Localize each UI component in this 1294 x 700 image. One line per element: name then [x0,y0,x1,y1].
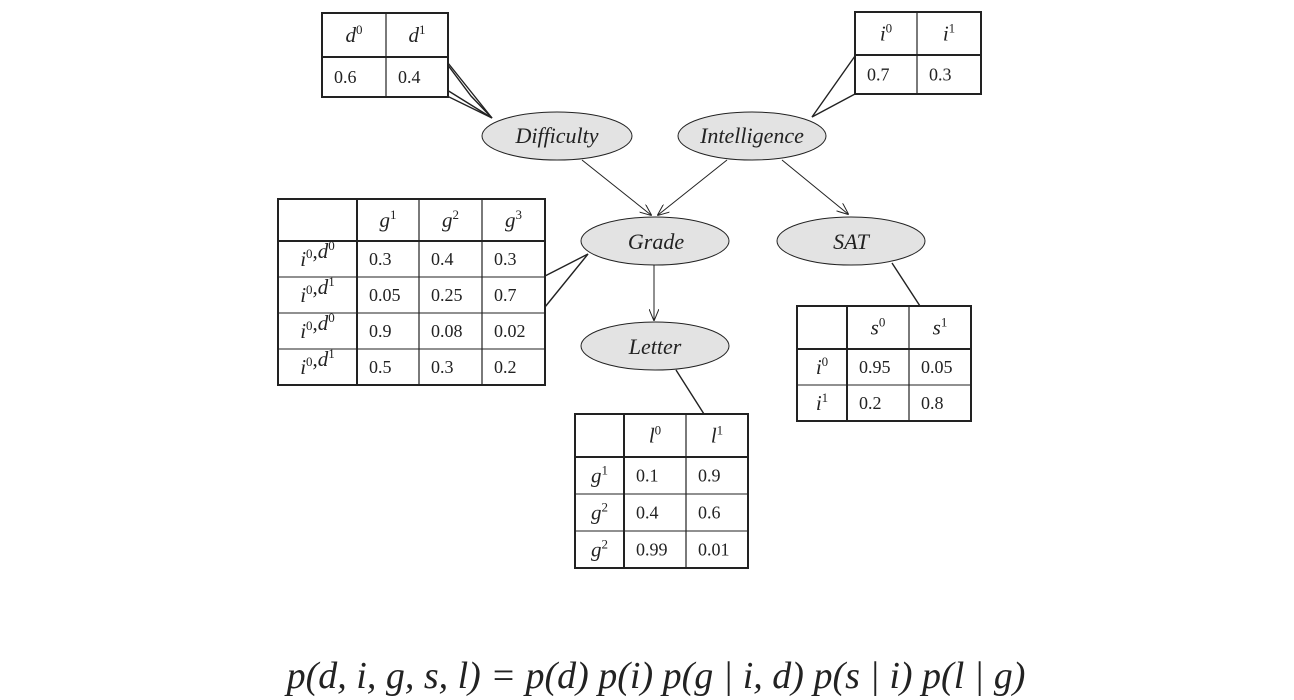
edge-intelligence-sat [781,159,848,214]
node-grade: Grade [580,216,730,266]
node-intelligence: Intelligence [677,111,827,161]
cpd-table-sat: s0 s1 i0 0.95 0.05 i1 0.2 0.8 [796,305,972,422]
callout-grade [544,253,589,308]
cpd-row-label: i0,d0 [300,238,335,271]
node-grade-label: Grade [628,229,684,254]
callout-sat [891,262,943,307]
node-letter-label: Letter [628,334,682,359]
cpd-row-label: i1 [816,390,828,415]
cpd-value-cell: 0.3 [431,357,454,377]
cpd-value-cell: 0.02 [494,321,526,341]
cpd-column-header: d1 [409,22,426,47]
cpd-value-cell: 0.99 [636,540,668,560]
cpd-grid-intelligence [854,11,982,95]
node-difficulty: Difficulty [481,111,633,161]
cpd-grid-sat [796,305,972,422]
cpd-column-header: i0 [880,21,892,46]
cpd-column-header: s0 [871,315,886,340]
cpd-grid-difficulty [321,12,449,98]
cpd-row-label: i0,d0 [300,310,335,343]
cpd-column-header: i1 [943,21,955,46]
cpd-table-intelligence: i0 i1 0.7 0.3 [854,11,982,95]
cpd-value-cell: 0.95 [859,357,891,377]
cpd-row-label: i0,d1 [300,346,335,379]
cpd-value-cell: 0.4 [636,503,659,523]
cpd-value-cell: 0.01 [698,540,730,560]
cpd-column-header: l0 [649,423,661,448]
cpd-value-cell: 0.2 [859,393,882,413]
cpd-table-grade: g1 g2 g3 i0,d0 0.3 0.4 0.3 i0,d1 0.05 0.25 0.7 i0,d… [277,198,546,386]
edge-intelligence-grade [658,159,728,215]
callout-intelligence [811,55,856,118]
cpd-border [854,11,982,95]
node-sat-label: SAT [833,229,871,254]
cpd-border [321,12,449,98]
cpd-value-cell: 0.2 [494,357,517,377]
cpd-row-label: i0 [816,354,828,379]
node-sat: SAT [776,216,926,266]
cpd-value-cell: 0.7 [494,285,517,305]
cpd-column-header: g3 [505,207,522,232]
cpd-value-cell: 0.7 [867,65,890,85]
cpd-table-letter: l0 l1 g1 0.1 0.9 g2 0.4 0.6 g2 0.99 0.01 [574,413,749,569]
nodes: Difficulty Intelligence Grade SAT Letter [481,111,926,371]
cpd-column-header: g1 [380,207,397,232]
callout-letter [675,369,748,415]
cpd-border [574,413,749,569]
cpd-value-cell: 0.3 [494,249,517,269]
cpd-value-cell: 0.9 [698,466,721,486]
cpd-value-cell: 0.3 [369,249,392,269]
cpd-value-cell: 0.4 [431,249,454,269]
cpd-row-label: g2 [591,500,608,525]
joint-distribution-formula: p(d, i, g, s, l) = p(d) p(i) p(g | i, d)… [284,655,1026,697]
callout-difficulty-edge [446,62,493,119]
cpd-row-label: g1 [591,463,608,488]
cpd-row-label: g2 [591,537,608,562]
edges [581,159,848,320]
cpd-value-cell: 0.08 [431,321,463,341]
cpd-grid-grade [277,198,546,386]
cpd-value-cell: 0.4 [398,67,421,87]
node-difficulty-label: Difficulty [514,123,598,148]
cpd-value-cell: 0.8 [921,393,944,413]
cpd-value-cell: 0.25 [431,285,463,305]
edge-difficulty-grade [581,159,651,215]
cpd-value-cell: 0.6 [334,67,357,87]
cpd-value-cell: 0.3 [929,65,952,85]
cpd-column-header: d0 [346,22,363,47]
cpd-grid-letter [574,413,749,569]
cpd-value-cell: 0.1 [636,466,659,486]
cpd-column-header: s1 [933,315,948,340]
cpd-column-header: l1 [711,423,723,448]
node-intelligence-label: Intelligence [699,123,804,148]
cpd-value-cell: 0.5 [369,357,392,377]
cpd-row-label: i0,d1 [300,274,335,307]
node-letter: Letter [580,321,730,371]
cpd-border [277,198,546,386]
cpd-value-cell: 0.9 [369,321,392,341]
cpd-column-header: g2 [442,207,459,232]
cpd-border [796,305,972,422]
cpd-value-cell: 0.6 [698,503,721,523]
cpd-value-cell: 0.05 [921,357,953,377]
cpd-table-difficulty: d0 d1 0.6 0.4 [321,12,449,98]
cpd-value-cell: 0.05 [369,285,401,305]
